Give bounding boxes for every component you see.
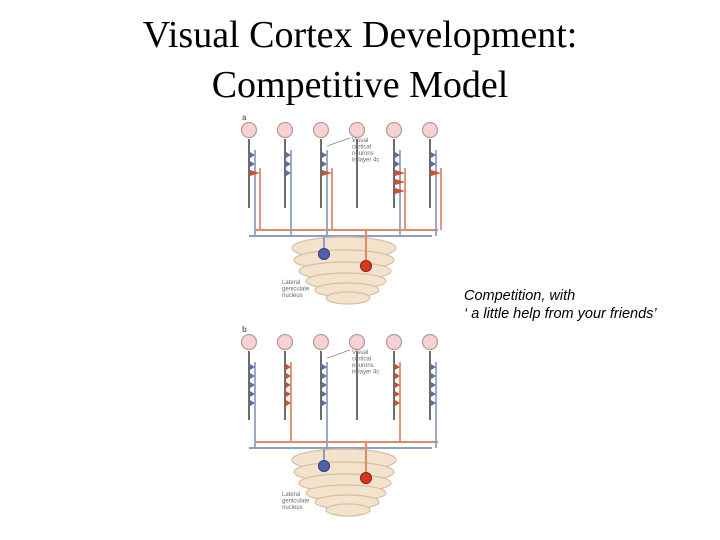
blue-terminal: [250, 391, 255, 397]
blue-terminal: [431, 364, 436, 370]
blue-terminal: [395, 152, 400, 158]
caption-line-1: Competition, with: [464, 288, 576, 304]
cortical-neuron: [312, 333, 330, 351]
blue-terminal: [322, 391, 327, 397]
red-terminal: [395, 400, 400, 406]
blue-terminal: [322, 373, 327, 379]
blue-terminal: [250, 373, 255, 379]
red-terminal: [395, 391, 400, 397]
red-terminal: [395, 179, 405, 185]
red-terminal: [286, 391, 291, 397]
cortical-neuron: [385, 333, 403, 351]
cortical-neuron: [421, 333, 439, 351]
blue-terminal: [322, 382, 327, 388]
red-terminal: [431, 170, 441, 176]
blue-terminal: [431, 373, 436, 379]
blue-terminal: [431, 400, 436, 406]
red-terminal: [395, 188, 405, 194]
red-terminal: [395, 170, 405, 176]
blue-terminal: [322, 400, 327, 406]
slide-title-line-1: Visual Cortex Development:: [142, 14, 578, 56]
blue-terminal: [286, 161, 291, 167]
red-terminal: [395, 364, 400, 370]
cortex-label-line: in layer 4c: [352, 370, 379, 376]
cortical-neuron: [312, 121, 330, 139]
lgn-label-line: Lateral: [282, 492, 300, 498]
blue-terminal: [431, 391, 436, 397]
lgn-layers: [291, 448, 397, 517]
blue-terminal: [250, 152, 255, 158]
blue-terminal: [322, 161, 327, 167]
lgn-label-line: nucleus: [282, 293, 303, 299]
red-terminal: [395, 382, 400, 388]
lgn-label-line: geniculate: [282, 499, 310, 505]
caption-line-2: ‘ a little help from your friends’: [464, 306, 657, 322]
blue-terminal: [431, 161, 436, 167]
cortical-neuron: [240, 333, 258, 351]
label-pointer: [326, 349, 351, 359]
blue-terminal: [250, 161, 255, 167]
lgn-layers: [291, 236, 397, 305]
cortical-neuron: [240, 121, 258, 139]
lgn-cell-red: [360, 472, 372, 484]
blue-terminal: [250, 382, 255, 388]
cortex-label-line: Visual: [352, 350, 368, 356]
red-terminal: [286, 382, 291, 388]
cortical-neuron: [276, 121, 294, 139]
lgn-layer: [325, 291, 371, 305]
blue-terminal: [250, 400, 255, 406]
blue-terminal: [286, 170, 291, 176]
lgn-cell-blue: [318, 248, 330, 260]
blue-terminal: [431, 152, 436, 158]
red-terminal: [322, 170, 332, 176]
panel-letter: b: [242, 325, 247, 334]
blue-terminal: [431, 382, 436, 388]
cortex-label-line: neurons: [352, 151, 374, 157]
cortical-neuron: [385, 121, 403, 139]
red-terminal: [286, 400, 291, 406]
cortical-neuron: [348, 333, 366, 351]
lgn-layer: [325, 503, 371, 517]
blue-terminal: [395, 161, 400, 167]
label-pointer: [326, 137, 351, 147]
blue-terminal: [322, 364, 327, 370]
lgn-cell-red: [360, 260, 372, 272]
cortex-label-line: in layer 4c: [352, 158, 379, 164]
cortex-label-line: Visual: [352, 138, 368, 144]
red-terminal: [250, 170, 260, 176]
cortical-neuron: [348, 121, 366, 139]
blue-terminal: [286, 152, 291, 158]
lgn-label-line: Lateral: [282, 280, 300, 286]
blue-terminal: [322, 152, 327, 158]
lgn-label-line: nucleus: [282, 505, 303, 511]
cortical-neuron: [276, 333, 294, 351]
blue-terminal: [250, 364, 255, 370]
cortex-label-line: neurons: [352, 363, 374, 369]
red-terminal: [286, 373, 291, 379]
cortex-label-line: cortical: [352, 357, 371, 363]
cortical-neuron: [421, 121, 439, 139]
red-terminal: [286, 364, 291, 370]
lgn-label-line: geniculate: [282, 287, 310, 293]
slide-title-line-2: Competitive Model: [211, 64, 509, 106]
cortex-label-line: cortical: [352, 145, 371, 151]
panel-letter: a: [242, 113, 247, 122]
lgn-cell-blue: [318, 460, 330, 472]
red-terminal: [395, 373, 400, 379]
